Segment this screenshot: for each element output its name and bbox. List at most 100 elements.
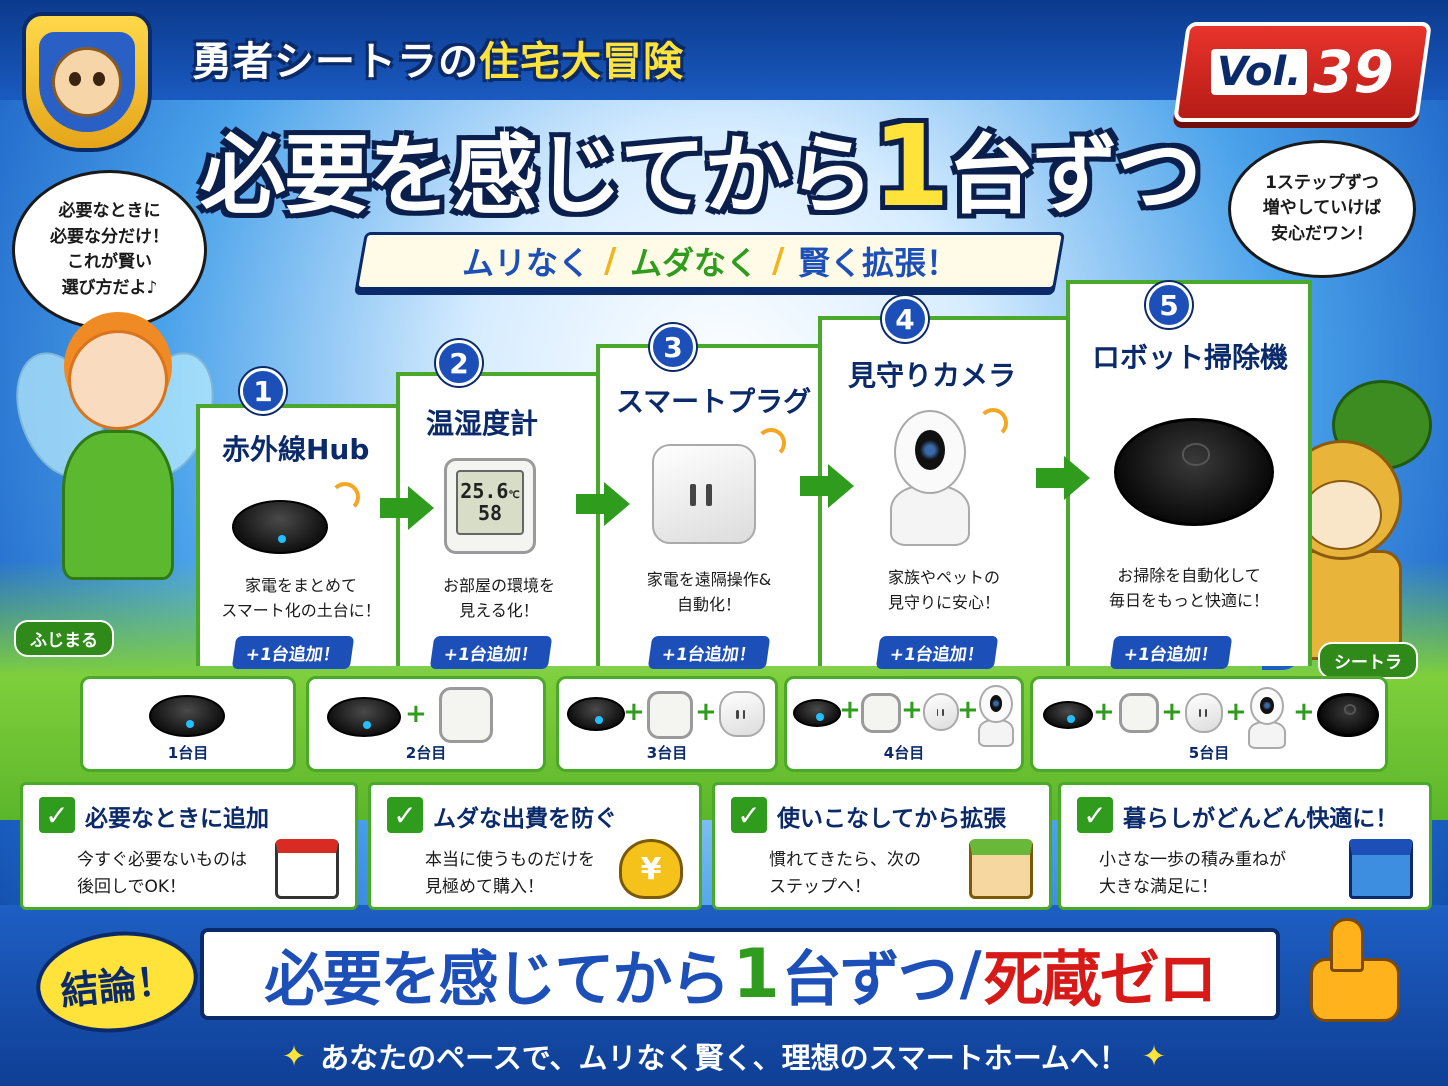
- thermometer-icon: [647, 691, 693, 739]
- cumulative-box-4: + + + 4台目: [784, 676, 1024, 772]
- thermometer-screen: 25.6℃ 58: [455, 470, 525, 535]
- fairy-speech-bubble: 必要なときに 必要な分だけ！ これが賢い 選び方だよ♪: [12, 170, 207, 330]
- step-desc-2-line1: お部屋の環境を: [442, 576, 555, 595]
- smart-plug-icon: [923, 693, 959, 731]
- cumulative-label-2: 2台目: [405, 744, 447, 762]
- series-title-a: 勇者シートラの: [192, 39, 479, 85]
- tip-desc-1: 今すぐ必要ないものは 後回しでOK！: [77, 847, 247, 901]
- step-desc-3-line2: 自動化！: [676, 594, 741, 614]
- step-desc-4: 家族やペットの 見守りに安心！: [828, 566, 1060, 616]
- tip-desc-3: 慣れてきたら、次の ステップへ！: [769, 847, 921, 901]
- sub-3: 賢く拡張！: [798, 244, 959, 282]
- camera-body: [1247, 721, 1287, 749]
- plus-sign: +: [623, 697, 645, 727]
- step-number-1: 1: [240, 368, 286, 414]
- tip-desc-3-line1: 慣れてきたら、次の: [769, 850, 921, 870]
- sub-2: ムダなく: [629, 244, 758, 282]
- shitora-face: [1302, 480, 1382, 550]
- check-icon: ✓: [731, 797, 767, 833]
- tip-title-4: 暮らしがどんどん快適に！: [1123, 806, 1399, 832]
- add-pill-4: +1台追加！: [875, 636, 999, 669]
- add-pill-2: +1台追加！: [429, 636, 553, 669]
- house-icon: [1349, 839, 1413, 899]
- smart-plug-icon: [652, 444, 756, 544]
- main-title: 必要を感じてから 1 台ずつ: [190, 102, 1210, 232]
- fairy-dress: [62, 430, 174, 580]
- cumulative-label-1: 1台目: [167, 744, 209, 762]
- arrow-right-icon: [1036, 456, 1090, 500]
- smiling-house-icon: [969, 839, 1033, 899]
- step-desc-1-line1: 家電をまとめて: [244, 576, 357, 595]
- ir-hub-icon: [793, 699, 841, 727]
- conclusion-text-2: 台ずつ: [781, 944, 958, 1015]
- step-desc-3-line1: 家電を遠隔操作&: [646, 570, 772, 589]
- tip-desc-1-line2: 後回しでOK！: [77, 877, 187, 898]
- thermometer-temp: 25.6℃: [460, 479, 520, 504]
- vol-number: 39: [1313, 38, 1395, 106]
- cumulative-label-4: 4台目: [883, 744, 925, 762]
- step-desc-5: お掃除を自動化して 毎日をもっと快適に！: [1076, 564, 1302, 614]
- sub-slash-2: /: [772, 241, 785, 281]
- step-desc-5-line2: 毎日をもっと快適に！: [1108, 590, 1269, 610]
- camera-icon: [1243, 687, 1291, 749]
- tip-desc-4-line1: 小さな一歩の積み重ねが: [1099, 850, 1286, 870]
- step-desc-3: 家電を遠隔操作& 自動化！: [606, 568, 812, 618]
- tip-desc-4-line2: 大きな満足に！: [1099, 877, 1218, 898]
- plus-sign: +: [957, 695, 979, 725]
- step-desc-5-line1: お掃除を自動化して: [1117, 566, 1261, 585]
- plus-sign: +: [1225, 697, 1247, 727]
- plus-sign: +: [1093, 697, 1115, 727]
- tip-desc-2-line2: 見極めて購入！: [425, 877, 544, 898]
- ir-hub-icon: [149, 695, 225, 737]
- tip-desc-3-line2: ステップへ！: [769, 877, 871, 898]
- step-title-2: 温湿度計: [426, 407, 539, 440]
- tip-title-1: 必要なときに追加: [85, 806, 269, 832]
- step-desc-1-line2: スマート化の土台に！: [221, 600, 381, 620]
- step-number-5: 5: [1146, 282, 1192, 328]
- thermometer-icon: 25.6℃ 58: [444, 458, 536, 554]
- wifi-icon: [756, 428, 786, 458]
- robot-vacuum-icon: [1317, 693, 1379, 737]
- plus-sign: +: [901, 695, 923, 725]
- cumulative-box-1: 1台目: [80, 676, 296, 772]
- series-title-b: 住宅大冒険: [479, 39, 684, 85]
- plus-sign: +: [695, 697, 717, 727]
- series-title: 勇者シートラの 住宅大冒険: [168, 28, 708, 88]
- volume-badge: Vol. 39: [1172, 22, 1433, 122]
- camera-body: [977, 719, 1015, 747]
- plus-sign: +: [1293, 697, 1315, 727]
- sub-slash-1: /: [603, 241, 616, 281]
- smart-plug-icon: [1185, 693, 1223, 733]
- sparkle-icon: ✦: [281, 1039, 307, 1073]
- ir-hub-icon: [567, 697, 625, 731]
- conclusion-slash: /: [959, 939, 982, 1009]
- thermometer-icon: [439, 687, 493, 743]
- calendar-icon: [275, 839, 339, 899]
- shield-inner: [39, 32, 135, 132]
- cumulative-label-3: 3台目: [646, 744, 688, 762]
- ir-hub-icon: [327, 697, 401, 737]
- tip-title-2: ムダな出費を防ぐ: [433, 806, 617, 832]
- coin-purse-icon: ¥: [619, 839, 683, 899]
- camera-head: [894, 410, 966, 495]
- step-title-4: 見守りカメラ: [848, 359, 1017, 392]
- sub-banner: ムリなく / ムダなく / 賢く拡張！: [354, 232, 1066, 290]
- ir-hub-icon: [232, 500, 328, 554]
- sub-1: ムリなく: [461, 244, 590, 282]
- wifi-icon: [978, 408, 1008, 438]
- step-title-5: ロボット掃除機: [1092, 341, 1289, 374]
- thermometer-icon: [1119, 693, 1159, 733]
- main-title-b: 台ずつ: [947, 125, 1202, 226]
- check-icon: ✓: [387, 797, 423, 833]
- step-desc-4-line2: 見守りに安心！: [887, 592, 1000, 612]
- check-icon: ✓: [39, 797, 75, 833]
- plus-sign: +: [1161, 697, 1183, 727]
- tip-desc-4: 小さな一歩の積み重ねが 大きな満足に！: [1099, 847, 1286, 901]
- step-desc-2: お部屋の環境を 見える化！: [406, 574, 592, 624]
- shitora-speech-bubble: 1ステップずつ 増やしていけば 安心だワン！: [1228, 140, 1416, 278]
- add-pill-3: +1台追加！: [647, 636, 771, 669]
- conclusion-text: 必要を感じてから 1 台ずつ / 死蔵ゼロ: [204, 932, 1276, 1016]
- tip-card-3: ✓ 使いこなしてから拡張 慣れてきたら、次の ステップへ！: [712, 782, 1052, 910]
- tip-title-3: 使いこなしてから拡張: [777, 806, 1007, 832]
- step-number-2: 2: [436, 340, 482, 386]
